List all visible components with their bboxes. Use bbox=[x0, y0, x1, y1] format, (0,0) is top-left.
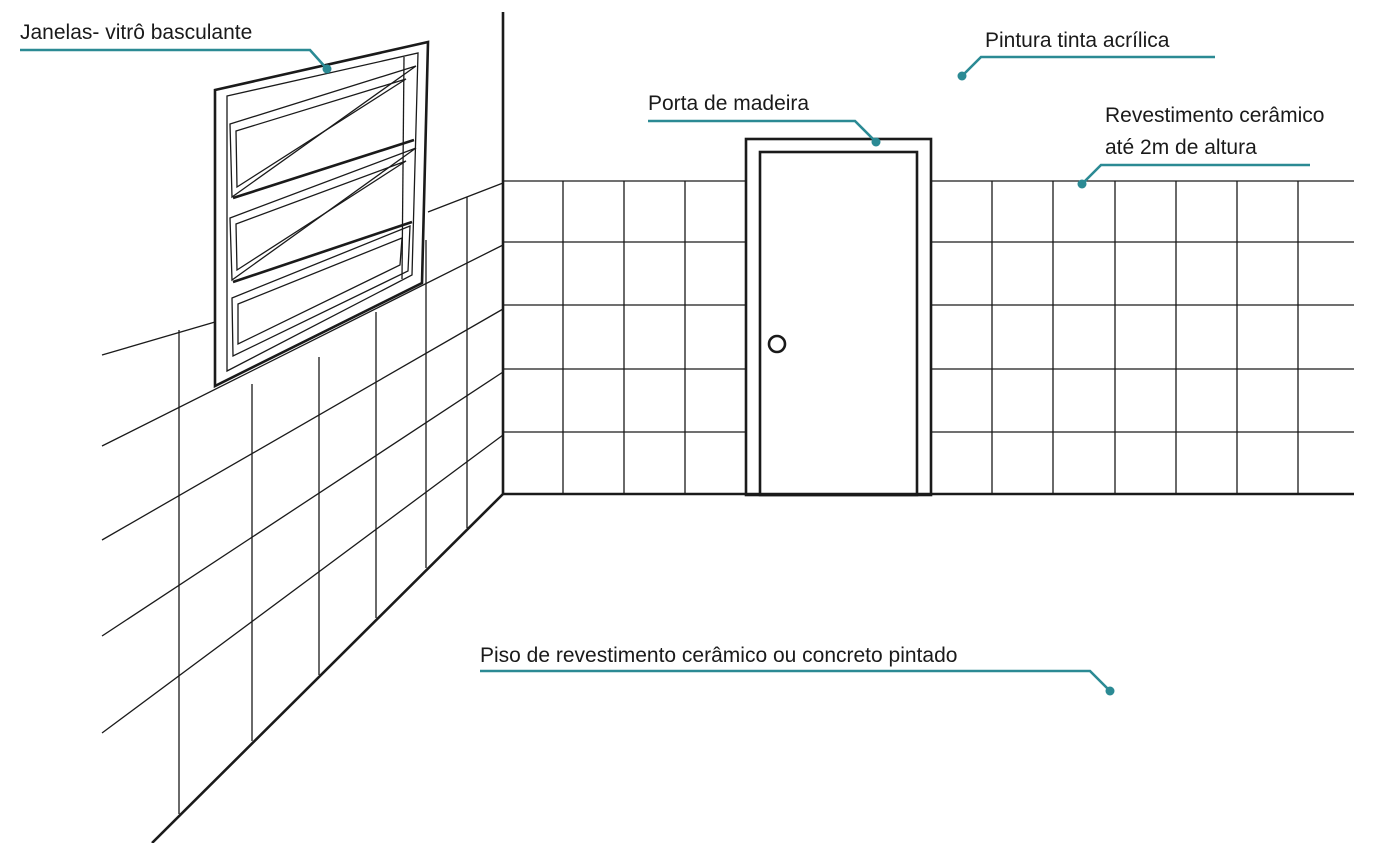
back-wall-tiles bbox=[503, 180, 1354, 494]
callout-dot-paint bbox=[957, 71, 967, 81]
label-tile-wall-line2: até 2m de altura bbox=[1105, 136, 1257, 159]
callout-dot-floor bbox=[1105, 686, 1115, 696]
callout-floor: Piso de revestimento cerâmico ou concret… bbox=[480, 644, 1115, 696]
callout-tile-wall: Revestimento cerâmico até 2m de altura bbox=[1077, 104, 1324, 189]
callout-dot-door bbox=[871, 137, 881, 147]
callout-door: Porta de madeira bbox=[648, 92, 881, 147]
window bbox=[213, 40, 430, 389]
door-knob bbox=[767, 334, 787, 354]
label-paint: Pintura tinta acrílica bbox=[985, 29, 1170, 52]
label-floor: Piso de revestimento cerâmico ou concret… bbox=[480, 644, 957, 667]
label-door: Porta de madeira bbox=[648, 92, 809, 115]
label-window: Janelas- vitrô basculante bbox=[20, 21, 252, 44]
callout-dot-window bbox=[322, 64, 332, 74]
window-pane-middle bbox=[229, 147, 417, 284]
callout-paint: Pintura tinta acrílica bbox=[957, 29, 1215, 81]
door bbox=[744, 137, 933, 497]
left-wall-tiles bbox=[101, 182, 504, 814]
window-pane-bottom bbox=[231, 225, 411, 358]
door-frame bbox=[744, 137, 933, 497]
callout-dot-tile-wall bbox=[1077, 179, 1087, 189]
label-tile-wall-line1: Revestimento cerâmico bbox=[1105, 104, 1324, 127]
callout-window: Janelas- vitrô basculante bbox=[20, 21, 332, 74]
window-pane-top bbox=[229, 65, 417, 200]
side-floor-edge bbox=[151, 493, 504, 843]
door-leaf bbox=[758, 150, 919, 497]
